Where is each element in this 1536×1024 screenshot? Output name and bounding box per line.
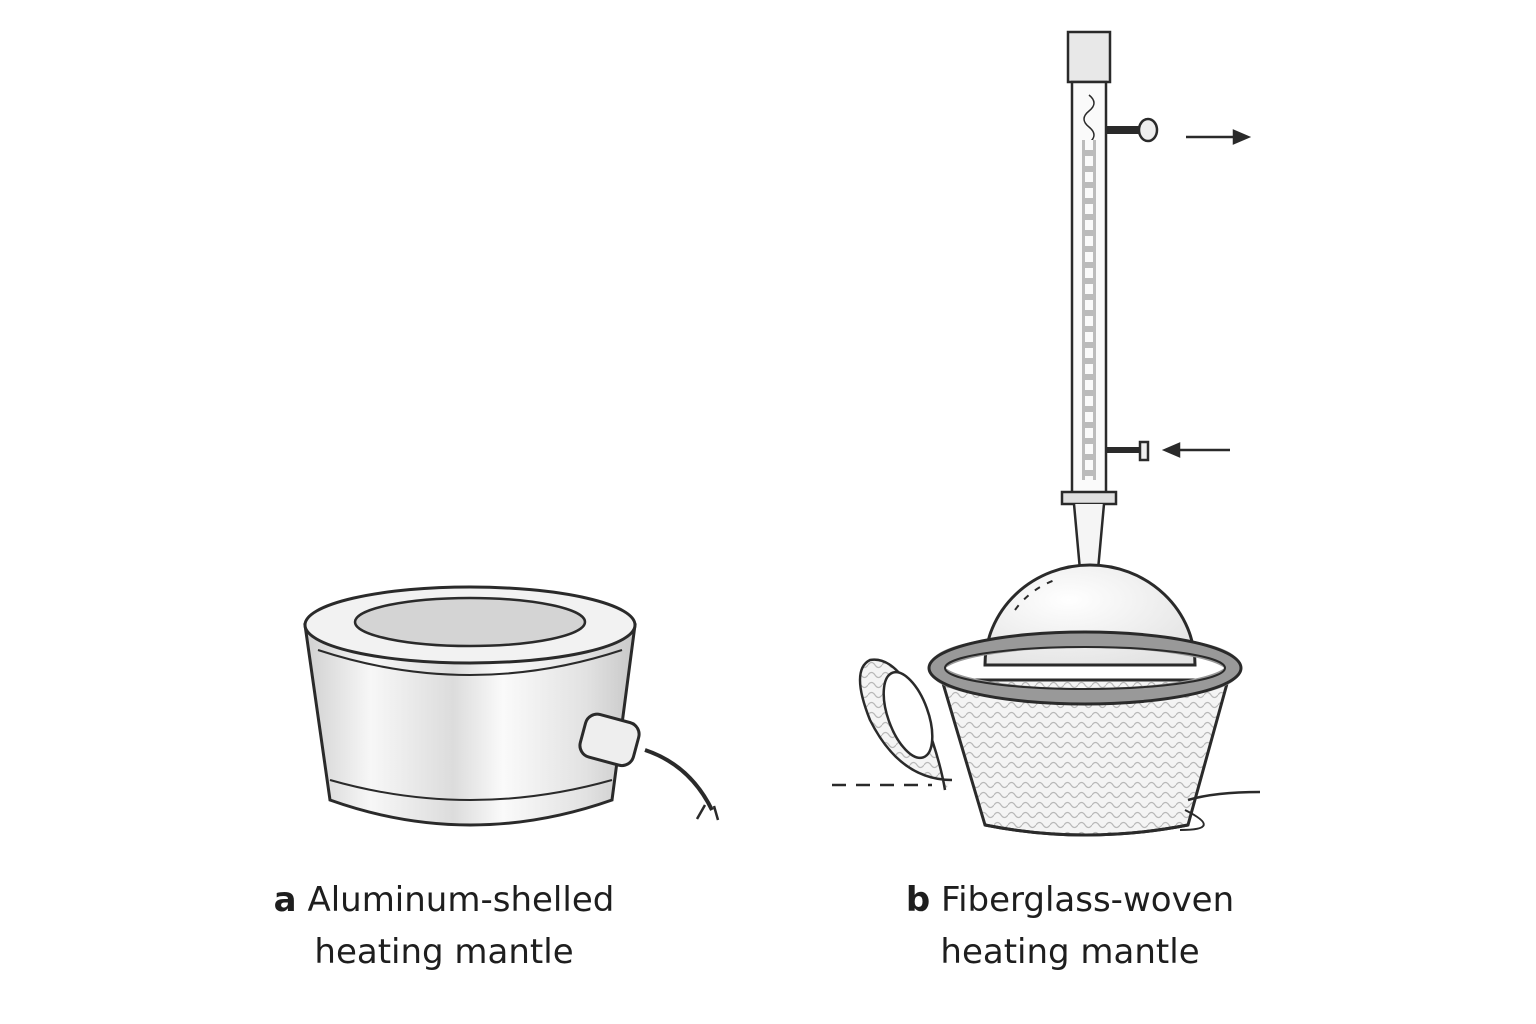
caption-b: b Fiberglass-woven heating mantle	[820, 874, 1320, 978]
caption-b-title: Fiberglass-woven	[940, 880, 1235, 920]
panel-letter-b: b	[905, 880, 931, 920]
panel-letter-a: a	[273, 880, 297, 920]
aluminum-mantle	[303, 585, 720, 827]
power-cord	[858, 658, 1261, 831]
caption-b-subtitle: heating mantle	[940, 932, 1200, 972]
caption-a-subtitle: heating mantle	[314, 932, 574, 972]
condenser-column	[1060, 30, 1159, 572]
fiberglass-mantle	[832, 630, 1261, 837]
caption-a: a Aluminum-shelled heating mantle	[194, 874, 694, 978]
arrow-in-icon	[1161, 442, 1181, 458]
flow-arrows	[1161, 129, 1252, 458]
power-plug	[578, 712, 720, 821]
caption-a-title: Aluminum-shelled	[307, 880, 615, 920]
arrow-out-icon	[1232, 129, 1252, 145]
